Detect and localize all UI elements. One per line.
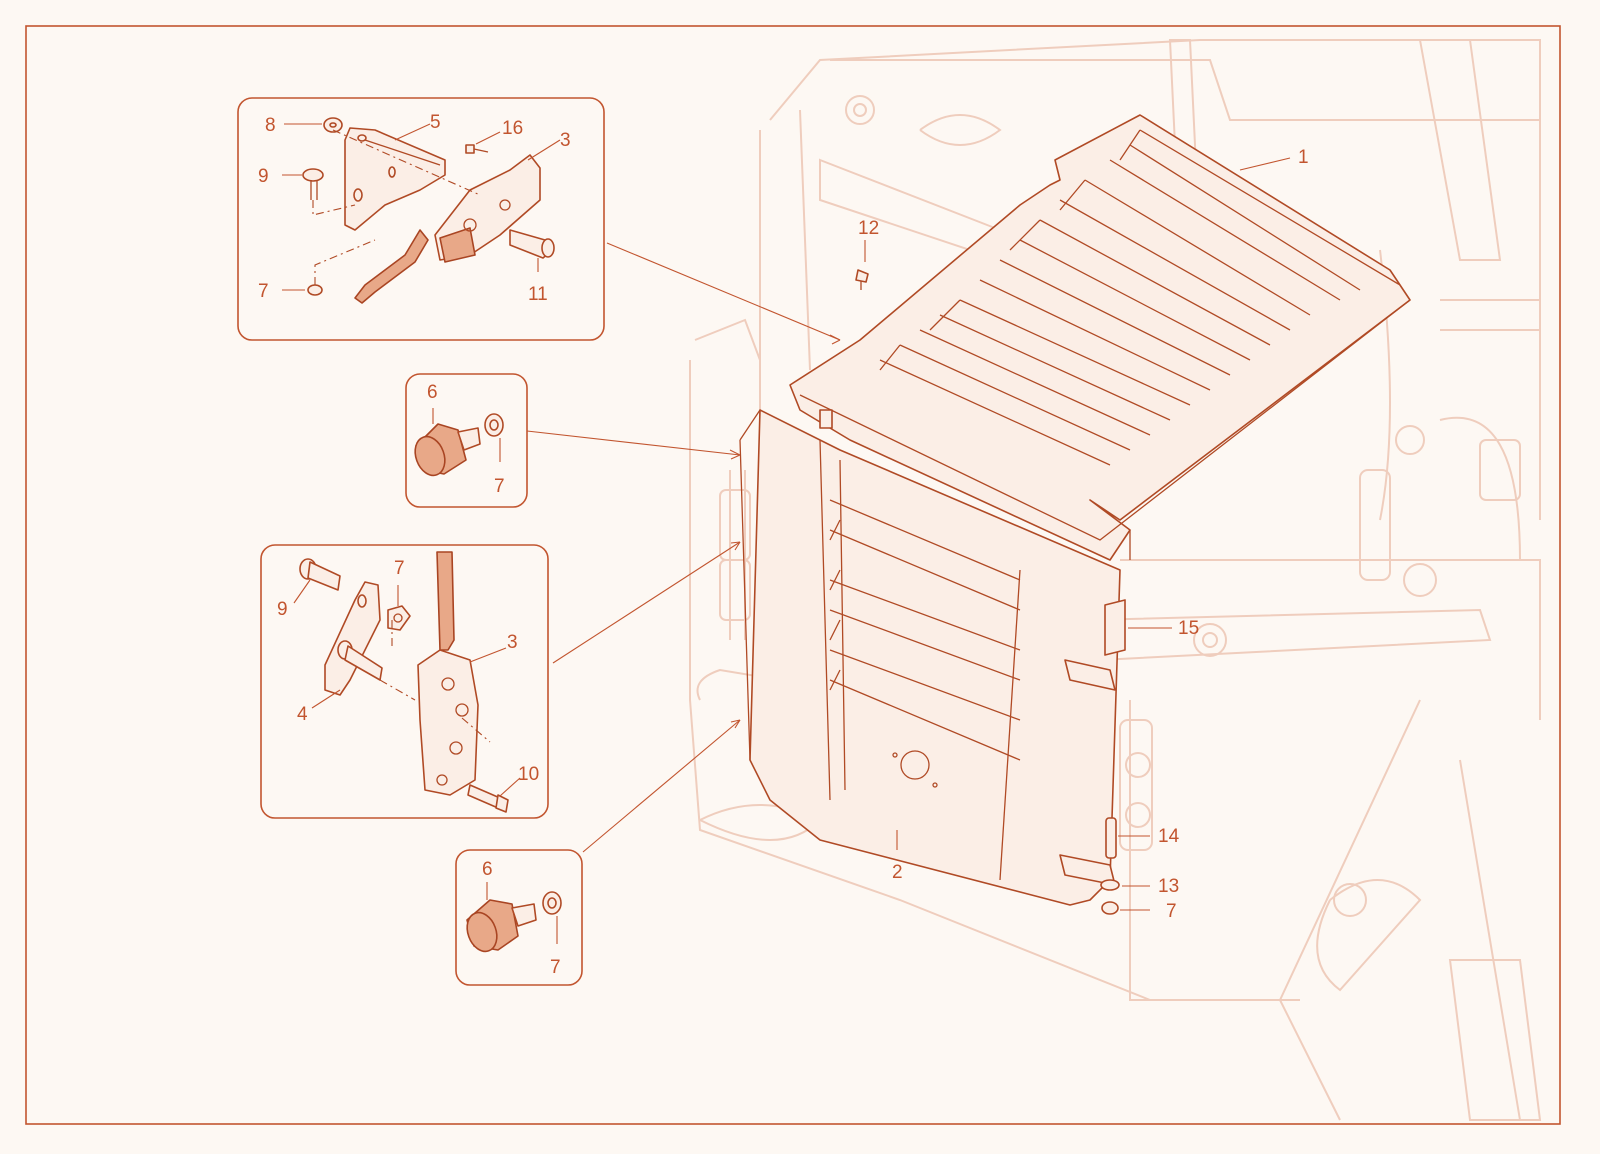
inset-side-latch	[260, 544, 549, 819]
upper-bumper-callout-6: 6	[427, 382, 438, 403]
top-callout-9: 9	[258, 166, 269, 187]
latch-callout-10: 10	[518, 764, 539, 785]
upper-bumper-callout-7: 7	[494, 476, 505, 497]
hinge-pin-assembly	[1100, 817, 1120, 915]
callout-14: 14	[1158, 826, 1180, 847]
inset-pointer-lines	[526, 242, 841, 853]
hinge-bracket	[1059, 599, 1126, 886]
callout-12: 12	[858, 218, 879, 239]
top-callout-16: 16	[502, 118, 523, 139]
top-cover-panel	[789, 114, 1411, 561]
latch-callout-7: 7	[394, 558, 405, 579]
callout-1: 1	[1298, 147, 1309, 168]
machine-background	[689, 39, 1542, 1121]
callout-2: 2	[892, 862, 903, 883]
latch-callout-4: 4	[297, 704, 308, 725]
callout-7-main: 7	[1166, 901, 1177, 922]
inset-top-latch	[237, 97, 605, 341]
diagram-border	[25, 25, 1561, 1125]
top-callout-3: 3	[560, 130, 571, 151]
lower-bumper-callout-7: 7	[550, 957, 561, 978]
latch-callout-3: 3	[507, 632, 518, 653]
top-callout-7: 7	[258, 281, 269, 302]
latch-callout-9: 9	[277, 599, 288, 620]
rear-door-panel	[739, 409, 1121, 906]
main-leaders	[864, 157, 1291, 911]
callout-15: 15	[1178, 618, 1199, 639]
bolt-12	[855, 269, 869, 290]
inset-lower-bumper	[455, 849, 583, 986]
top-callout-8: 8	[265, 115, 276, 136]
callout-13: 13	[1158, 876, 1179, 897]
top-callout-5: 5	[430, 112, 441, 133]
inset-upper-bumper	[405, 373, 528, 508]
lower-bumper-callout-6: 6	[482, 859, 493, 880]
top-callout-11: 11	[528, 284, 548, 305]
